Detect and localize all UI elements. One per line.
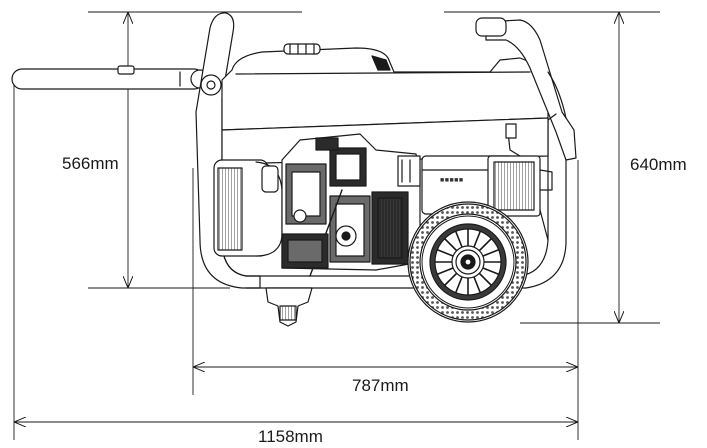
dimension-label-1158: 1158mm — [258, 427, 323, 447]
fuel-tank — [221, 43, 549, 131]
engine-block — [281, 133, 421, 277]
dimension-lines — [13, 11, 660, 440]
wheel — [407, 201, 529, 323]
generator-illustration — [11, 12, 577, 327]
brand-plate: ■■■■■ — [440, 177, 464, 184]
rear-handle — [195, 12, 261, 289]
dimension-label-566: 566mm — [62, 154, 119, 174]
foot-mount — [265, 287, 313, 327]
dimension-label-787: 787mm — [352, 376, 409, 396]
dimension-label-640: 640mm — [630, 155, 687, 175]
alternator — [213, 159, 283, 257]
muffler-housing — [421, 123, 553, 241]
pull-handle — [11, 65, 210, 90]
